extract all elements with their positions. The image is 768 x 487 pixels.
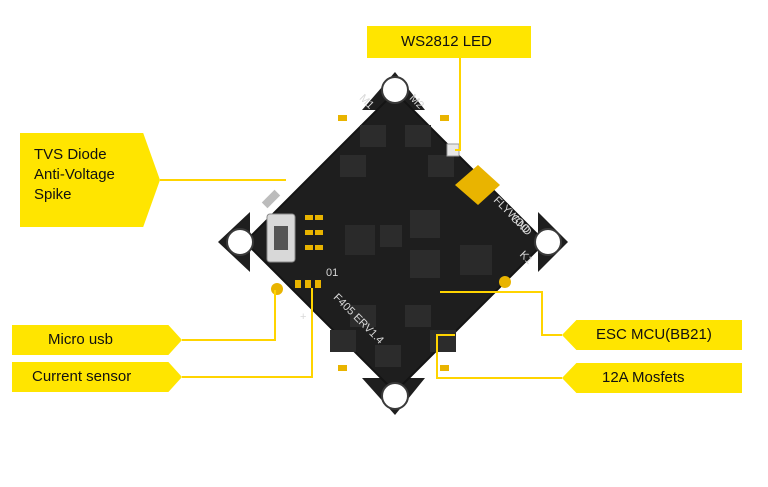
esc-mcu-text: ESC MCU(BB21) bbox=[596, 326, 712, 343]
mosfet bbox=[330, 330, 356, 352]
current-sensor-label: Current sensor bbox=[12, 362, 182, 392]
mosfets-text: 12A Mosfets bbox=[602, 369, 685, 386]
silk-chip: 01 bbox=[326, 267, 338, 279]
mount-hole-left bbox=[226, 228, 254, 256]
tvs-line-3: Spike bbox=[34, 186, 72, 203]
sensor-pad bbox=[315, 280, 321, 288]
leader-ws2812 bbox=[455, 58, 461, 151]
main-mcu bbox=[345, 225, 375, 255]
sensor-pad bbox=[295, 280, 301, 288]
leader-esc bbox=[440, 291, 562, 336]
mosfet bbox=[380, 225, 402, 247]
mosfet bbox=[350, 305, 376, 327]
micro-usb-text: Micro usb bbox=[48, 331, 114, 348]
mosfet bbox=[405, 305, 431, 327]
tvs-diode-label: TVS Diode Anti-Voltage Spike bbox=[20, 133, 160, 227]
solder-pad bbox=[499, 276, 511, 288]
sensor-pad bbox=[315, 245, 323, 250]
mosfet bbox=[428, 155, 454, 177]
micro-usb-slot bbox=[274, 226, 288, 250]
leader-current bbox=[182, 288, 313, 378]
sensor-pad bbox=[305, 280, 311, 288]
mosfet bbox=[410, 210, 440, 238]
solder-pad bbox=[271, 283, 283, 295]
leader-mos bbox=[436, 334, 562, 379]
mosfet bbox=[405, 125, 431, 147]
sensor-pad bbox=[315, 230, 323, 235]
esc-mcu-chip bbox=[460, 245, 492, 275]
ws2812-led-label: WS2812 LED bbox=[367, 26, 531, 58]
leader-lines bbox=[160, 58, 562, 379]
battery-pad bbox=[455, 165, 500, 205]
current-sensor-pads bbox=[295, 215, 323, 288]
tvs-line-2: Anti-Voltage bbox=[34, 166, 115, 183]
sensor-pad bbox=[305, 245, 313, 250]
sensor-pad bbox=[315, 215, 323, 220]
micro-usb-label: Micro usb bbox=[12, 325, 182, 355]
sensor-pad bbox=[305, 215, 313, 220]
mosfet bbox=[430, 330, 456, 352]
tvs-diode-chip bbox=[261, 189, 281, 209]
mosfet bbox=[375, 345, 401, 367]
tvs-line-1: TVS Diode bbox=[34, 146, 107, 163]
mosfet bbox=[340, 155, 366, 177]
sensor-pad bbox=[305, 230, 313, 235]
motor-pad bbox=[440, 115, 449, 121]
motor-pad bbox=[440, 365, 449, 371]
flight-controller-board: M1 M2 FLYWOO GND K1 01 + F405 ERV1.4 bbox=[218, 72, 568, 415]
mosfet-group bbox=[330, 125, 456, 367]
leader-usb bbox=[182, 290, 276, 341]
current-sensor-text: Current sensor bbox=[32, 368, 132, 385]
silk-plus: + bbox=[300, 311, 306, 323]
mount-hole-top bbox=[381, 76, 409, 104]
ws2812-led-text: WS2812 LED bbox=[401, 33, 492, 50]
mosfets-label: 12A Mosfets bbox=[562, 363, 742, 393]
mosfet bbox=[410, 250, 440, 278]
mosfet bbox=[360, 125, 386, 147]
esc-mcu-label: ESC MCU(BB21) bbox=[562, 320, 742, 350]
motor-pad bbox=[338, 115, 347, 121]
motor-pad bbox=[338, 365, 347, 371]
mount-hole-right bbox=[534, 228, 562, 256]
mount-hole-bottom bbox=[381, 382, 409, 410]
